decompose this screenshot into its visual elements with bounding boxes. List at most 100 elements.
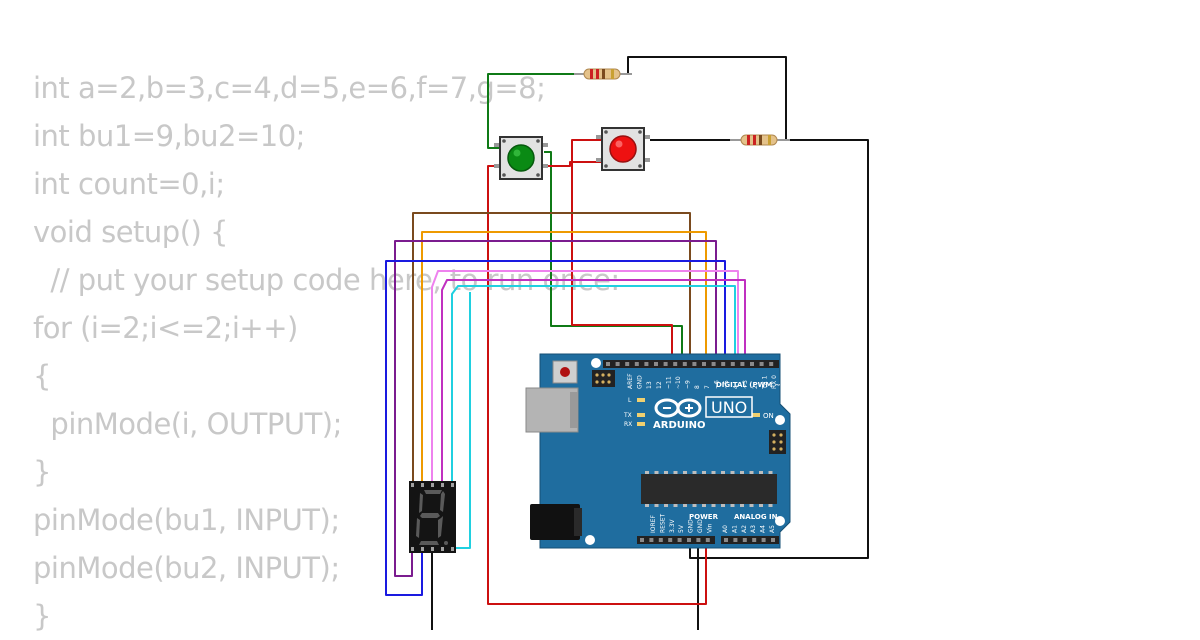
icsp-header xyxy=(769,430,786,454)
chip-pin xyxy=(645,471,649,474)
power-jack xyxy=(530,504,580,540)
header-pin[interactable] xyxy=(761,538,766,542)
header-pin[interactable] xyxy=(769,362,774,366)
seven-segment-display[interactable] xyxy=(409,481,456,553)
chip-pin xyxy=(664,471,668,474)
wire-orange[interactable] xyxy=(421,231,707,487)
header-pin[interactable] xyxy=(663,362,668,366)
pin-label: IOREF xyxy=(650,515,657,533)
chip-pin xyxy=(692,471,697,474)
mounting-hole xyxy=(775,415,785,425)
wire-red[interactable] xyxy=(571,139,673,362)
header-pin[interactable] xyxy=(668,538,673,542)
header-pin[interactable] xyxy=(733,538,738,542)
header-pin[interactable] xyxy=(649,538,654,542)
resistor-1[interactable] xyxy=(574,68,632,80)
header-pin[interactable] xyxy=(640,538,644,542)
pin-label: 8 xyxy=(694,385,701,389)
chip-pin xyxy=(768,504,773,507)
wire-red[interactable] xyxy=(487,161,707,605)
mounting-hole xyxy=(775,516,785,526)
header-pin[interactable] xyxy=(625,362,630,366)
code-editor-background: int a=2,b=3,c=4,d=5,e=6,f=7,g=8; int bu1… xyxy=(33,64,620,640)
wire-blue[interactable] xyxy=(385,260,726,596)
chip-pin xyxy=(730,471,735,474)
led-on xyxy=(752,413,760,417)
header-pin[interactable] xyxy=(654,362,658,366)
wire-magenta[interactable] xyxy=(441,279,746,487)
header-pin[interactable] xyxy=(687,538,691,542)
mounting-hole xyxy=(585,535,595,545)
chip-pin xyxy=(721,504,725,507)
arduino-logo-icon xyxy=(654,398,702,418)
resistor-2[interactable] xyxy=(730,134,790,146)
pin-label: 2 xyxy=(752,385,759,389)
header-pin[interactable] xyxy=(711,362,716,366)
code-line: int bu1=9,bu2=10; xyxy=(33,119,305,153)
chip-pin xyxy=(673,471,678,474)
wire-black[interactable] xyxy=(689,139,869,559)
push-button-green[interactable] xyxy=(494,136,548,180)
header-pin[interactable] xyxy=(696,538,701,542)
header-pin[interactable] xyxy=(730,362,735,366)
mounting-hole xyxy=(591,358,601,368)
header-pin[interactable] xyxy=(742,538,747,542)
header-pin[interactable] xyxy=(752,538,757,542)
pin-label: 12 xyxy=(656,381,663,389)
led-tx xyxy=(637,413,645,417)
push-button-red[interactable] xyxy=(596,127,650,171)
pin-label: ~9 xyxy=(685,380,692,389)
pin-label: A1 xyxy=(731,525,738,533)
header-pin[interactable] xyxy=(644,362,649,366)
header-pin[interactable] xyxy=(606,362,610,366)
header-pin[interactable] xyxy=(658,538,663,542)
code-line: void setup() { xyxy=(33,215,228,249)
chip-pin xyxy=(721,471,725,474)
header-pin[interactable] xyxy=(750,362,754,366)
wire-green[interactable] xyxy=(544,151,683,362)
header-pin[interactable] xyxy=(724,538,728,542)
header-pin[interactable] xyxy=(634,362,639,366)
chip-pin xyxy=(683,504,687,507)
code-line: for (i=2;i<=2;i++) xyxy=(33,311,298,345)
pin-label: TX 1 xyxy=(761,375,768,390)
header-pin[interactable] xyxy=(740,362,745,366)
label-l: L xyxy=(628,397,632,404)
header-pin[interactable] xyxy=(615,362,620,366)
chip-pin xyxy=(749,471,754,474)
wire-black[interactable] xyxy=(627,56,787,140)
header-pin[interactable] xyxy=(771,538,775,542)
pin-label: RESET xyxy=(659,513,666,533)
header-pin[interactable] xyxy=(702,362,706,366)
pin-label: GND xyxy=(637,375,644,389)
chip-pin xyxy=(664,504,668,507)
usb-port xyxy=(525,387,579,433)
header-pin[interactable] xyxy=(692,362,697,366)
pin-label: A4 xyxy=(760,525,767,533)
code-line: pinMode(bu1, INPUT); xyxy=(33,503,340,537)
wire-brown[interactable] xyxy=(412,212,691,487)
chip-pin xyxy=(711,471,716,474)
code-line: int a=2,b=3,c=4,d=5,e=6,f=7,g=8; xyxy=(33,71,546,105)
chip-pin xyxy=(759,504,763,507)
chip-pin xyxy=(740,504,744,507)
chip-pin xyxy=(673,504,678,507)
code-line: pinMode(bu2, INPUT); xyxy=(33,551,340,585)
header-pin[interactable] xyxy=(682,362,687,366)
chip-pin xyxy=(654,504,659,507)
wire-green[interactable] xyxy=(487,73,582,149)
header-pin[interactable] xyxy=(673,362,678,366)
wire-pink[interactable] xyxy=(431,270,739,487)
header-pin[interactable] xyxy=(721,362,726,366)
chip-pin xyxy=(702,471,706,474)
header-pin[interactable] xyxy=(677,538,682,542)
header-pin[interactable] xyxy=(705,538,710,542)
chip-pin xyxy=(683,471,687,474)
pin-label: 5V xyxy=(678,524,685,533)
wire-cyan[interactable] xyxy=(451,285,736,487)
header-pin[interactable] xyxy=(759,362,764,366)
chip-pin xyxy=(749,504,754,507)
arduino-uno-board[interactable]: L TX RX ON UNO ARDUINO DIGITAL (PWM ~) P… xyxy=(525,353,791,549)
chip-pin xyxy=(768,471,773,474)
